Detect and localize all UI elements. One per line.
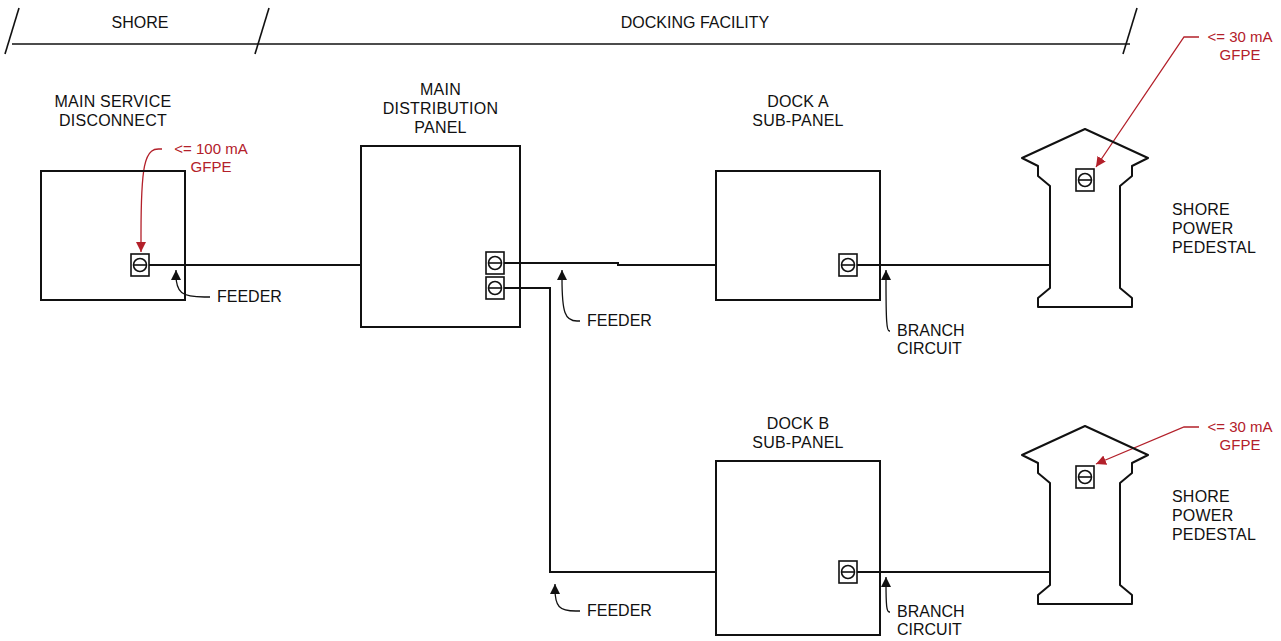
- node-heading: DOCK A SUB-PANEL: [749, 92, 847, 130]
- panel-box: MAIN DISTRIBUTION PANEL: [360, 145, 521, 328]
- pedestal-outline: [1020, 128, 1150, 308]
- leader-line: [886, 270, 890, 331]
- wire-stub: [857, 264, 881, 266]
- wire-stub: [149, 264, 186, 266]
- zone-label: SHORE: [80, 14, 200, 32]
- wire-callout: BRANCH CIRCUIT: [895, 322, 981, 358]
- wire-callout: FEEDER: [585, 312, 659, 330]
- shore-power-pedestal: SHORE POWER PEDESTAL: [1020, 425, 1150, 605]
- breaker-symbol: [839, 561, 857, 583]
- breaker-symbol: [842, 259, 855, 272]
- panel-box: DOCK A SUB-PANEL: [715, 170, 881, 301]
- breaker-symbol: [1076, 169, 1094, 191]
- pedestal-outline: [1022, 426, 1148, 604]
- node-heading: MAIN DISTRIBUTION PANEL: [379, 80, 503, 137]
- breaker-symbol: [1076, 466, 1094, 488]
- breaker-symbol: [842, 571, 855, 573]
- leader-line: [555, 584, 580, 611]
- wire-callout: BRANCH CIRCUIT: [895, 603, 981, 639]
- breaker-symbol: [842, 264, 855, 266]
- gfpe-callout: <= 30 mA GFPE: [1203, 28, 1277, 64]
- gfpe-callout: <= 30 mA GFPE: [1203, 418, 1277, 454]
- breaker-symbol: [1079, 174, 1092, 187]
- breaker-symbol: [486, 277, 504, 299]
- shore-power-pedestal: SHORE POWER PEDESTAL: [1020, 128, 1150, 308]
- pedestal-outline: [1020, 425, 1150, 605]
- wire-stub: [504, 262, 521, 264]
- breaker-symbol: [1079, 471, 1092, 484]
- node-heading: DOCK B SUB-PANEL: [749, 414, 847, 452]
- wire-callout: FEEDER: [585, 602, 659, 620]
- leader-line: [141, 149, 162, 252]
- leader-line: [1096, 427, 1199, 464]
- gfpe-callout: <= 100 mA GFPE: [166, 140, 256, 176]
- breaker-symbol: [842, 566, 855, 579]
- node-heading: SHORE POWER PEDESTAL: [1172, 487, 1267, 544]
- breaker-symbol: [489, 257, 502, 270]
- zone-dimension-line: [12, 43, 1130, 45]
- breaker-symbol: [134, 259, 147, 272]
- zone-label: DOCKING FACILITY: [595, 14, 795, 32]
- breaker-symbol: [489, 262, 502, 264]
- breaker-symbol: [134, 264, 147, 266]
- zone-dimension-line: [5, 8, 19, 54]
- pedestal-outline: [1022, 129, 1148, 307]
- breaker-symbol: [486, 252, 504, 274]
- breaker-symbol: [1076, 169, 1094, 191]
- feeder-wire: [521, 263, 715, 265]
- wire-stub: [857, 571, 881, 573]
- feeder-wire: [521, 288, 715, 572]
- breaker-symbol: [489, 287, 502, 289]
- node-heading: SHORE POWER PEDESTAL: [1172, 200, 1267, 257]
- feeder-wire: [881, 571, 1050, 573]
- feeder-wire: [186, 264, 360, 266]
- zone-dimension-line: [5, 8, 1137, 54]
- breaker-symbol: [1079, 179, 1092, 181]
- zone-dimension-line: [1123, 8, 1137, 54]
- leader-line: [1096, 37, 1199, 167]
- breaker-symbol: [839, 561, 857, 583]
- breaker-symbol: [131, 254, 149, 276]
- breaker-symbol: [486, 252, 504, 274]
- breaker-symbol: [839, 254, 857, 276]
- panel-box: MAIN SERVICE DISCONNECT: [40, 170, 186, 301]
- leader-line: [176, 270, 210, 297]
- leader-line: [562, 270, 580, 321]
- breaker-symbol: [1079, 476, 1092, 478]
- leader-line: [886, 577, 890, 612]
- breaker-symbol: [486, 277, 504, 299]
- panel-box: DOCK B SUB-PANEL: [715, 460, 881, 636]
- breaker-symbol: [489, 282, 502, 295]
- breaker-symbol: [1076, 466, 1094, 488]
- zone-dimension-line: [255, 8, 269, 54]
- breaker-symbol: [839, 254, 857, 276]
- wire-stub: [149, 263, 881, 572]
- wire-stub: [504, 287, 521, 289]
- breaker-symbol: [131, 254, 149, 276]
- feeder-wire: [881, 264, 1050, 266]
- node-heading: MAIN SERVICE DISCONNECT: [38, 92, 188, 130]
- wire-callout: FEEDER: [215, 288, 289, 306]
